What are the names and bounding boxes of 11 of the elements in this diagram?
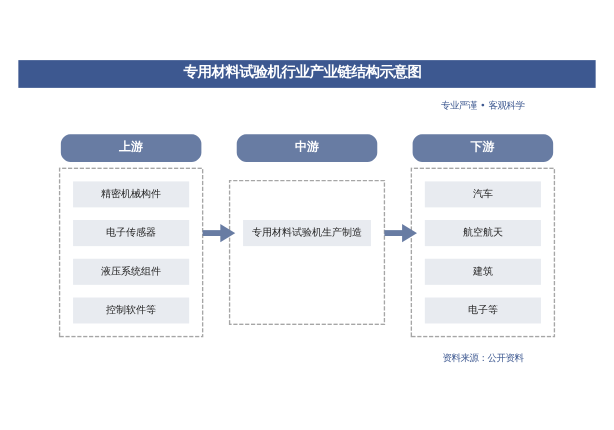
cluster bbox=[58, 168, 204, 338]
cluster bbox=[410, 168, 556, 338]
node-box: 下游 bbox=[412, 134, 554, 162]
label: 专业严谨 • 客观科学 bbox=[441, 100, 525, 112]
diagram-title: 专用材料试验机行业产业链结构示意图 bbox=[183, 64, 422, 81]
cluster bbox=[228, 180, 386, 325]
arrow bbox=[384, 224, 417, 242]
node-box: 上游 bbox=[60, 134, 202, 162]
node-box: 中游 bbox=[236, 134, 378, 162]
label: 资料来源：公开资料 bbox=[442, 352, 524, 364]
arrow bbox=[202, 224, 236, 242]
